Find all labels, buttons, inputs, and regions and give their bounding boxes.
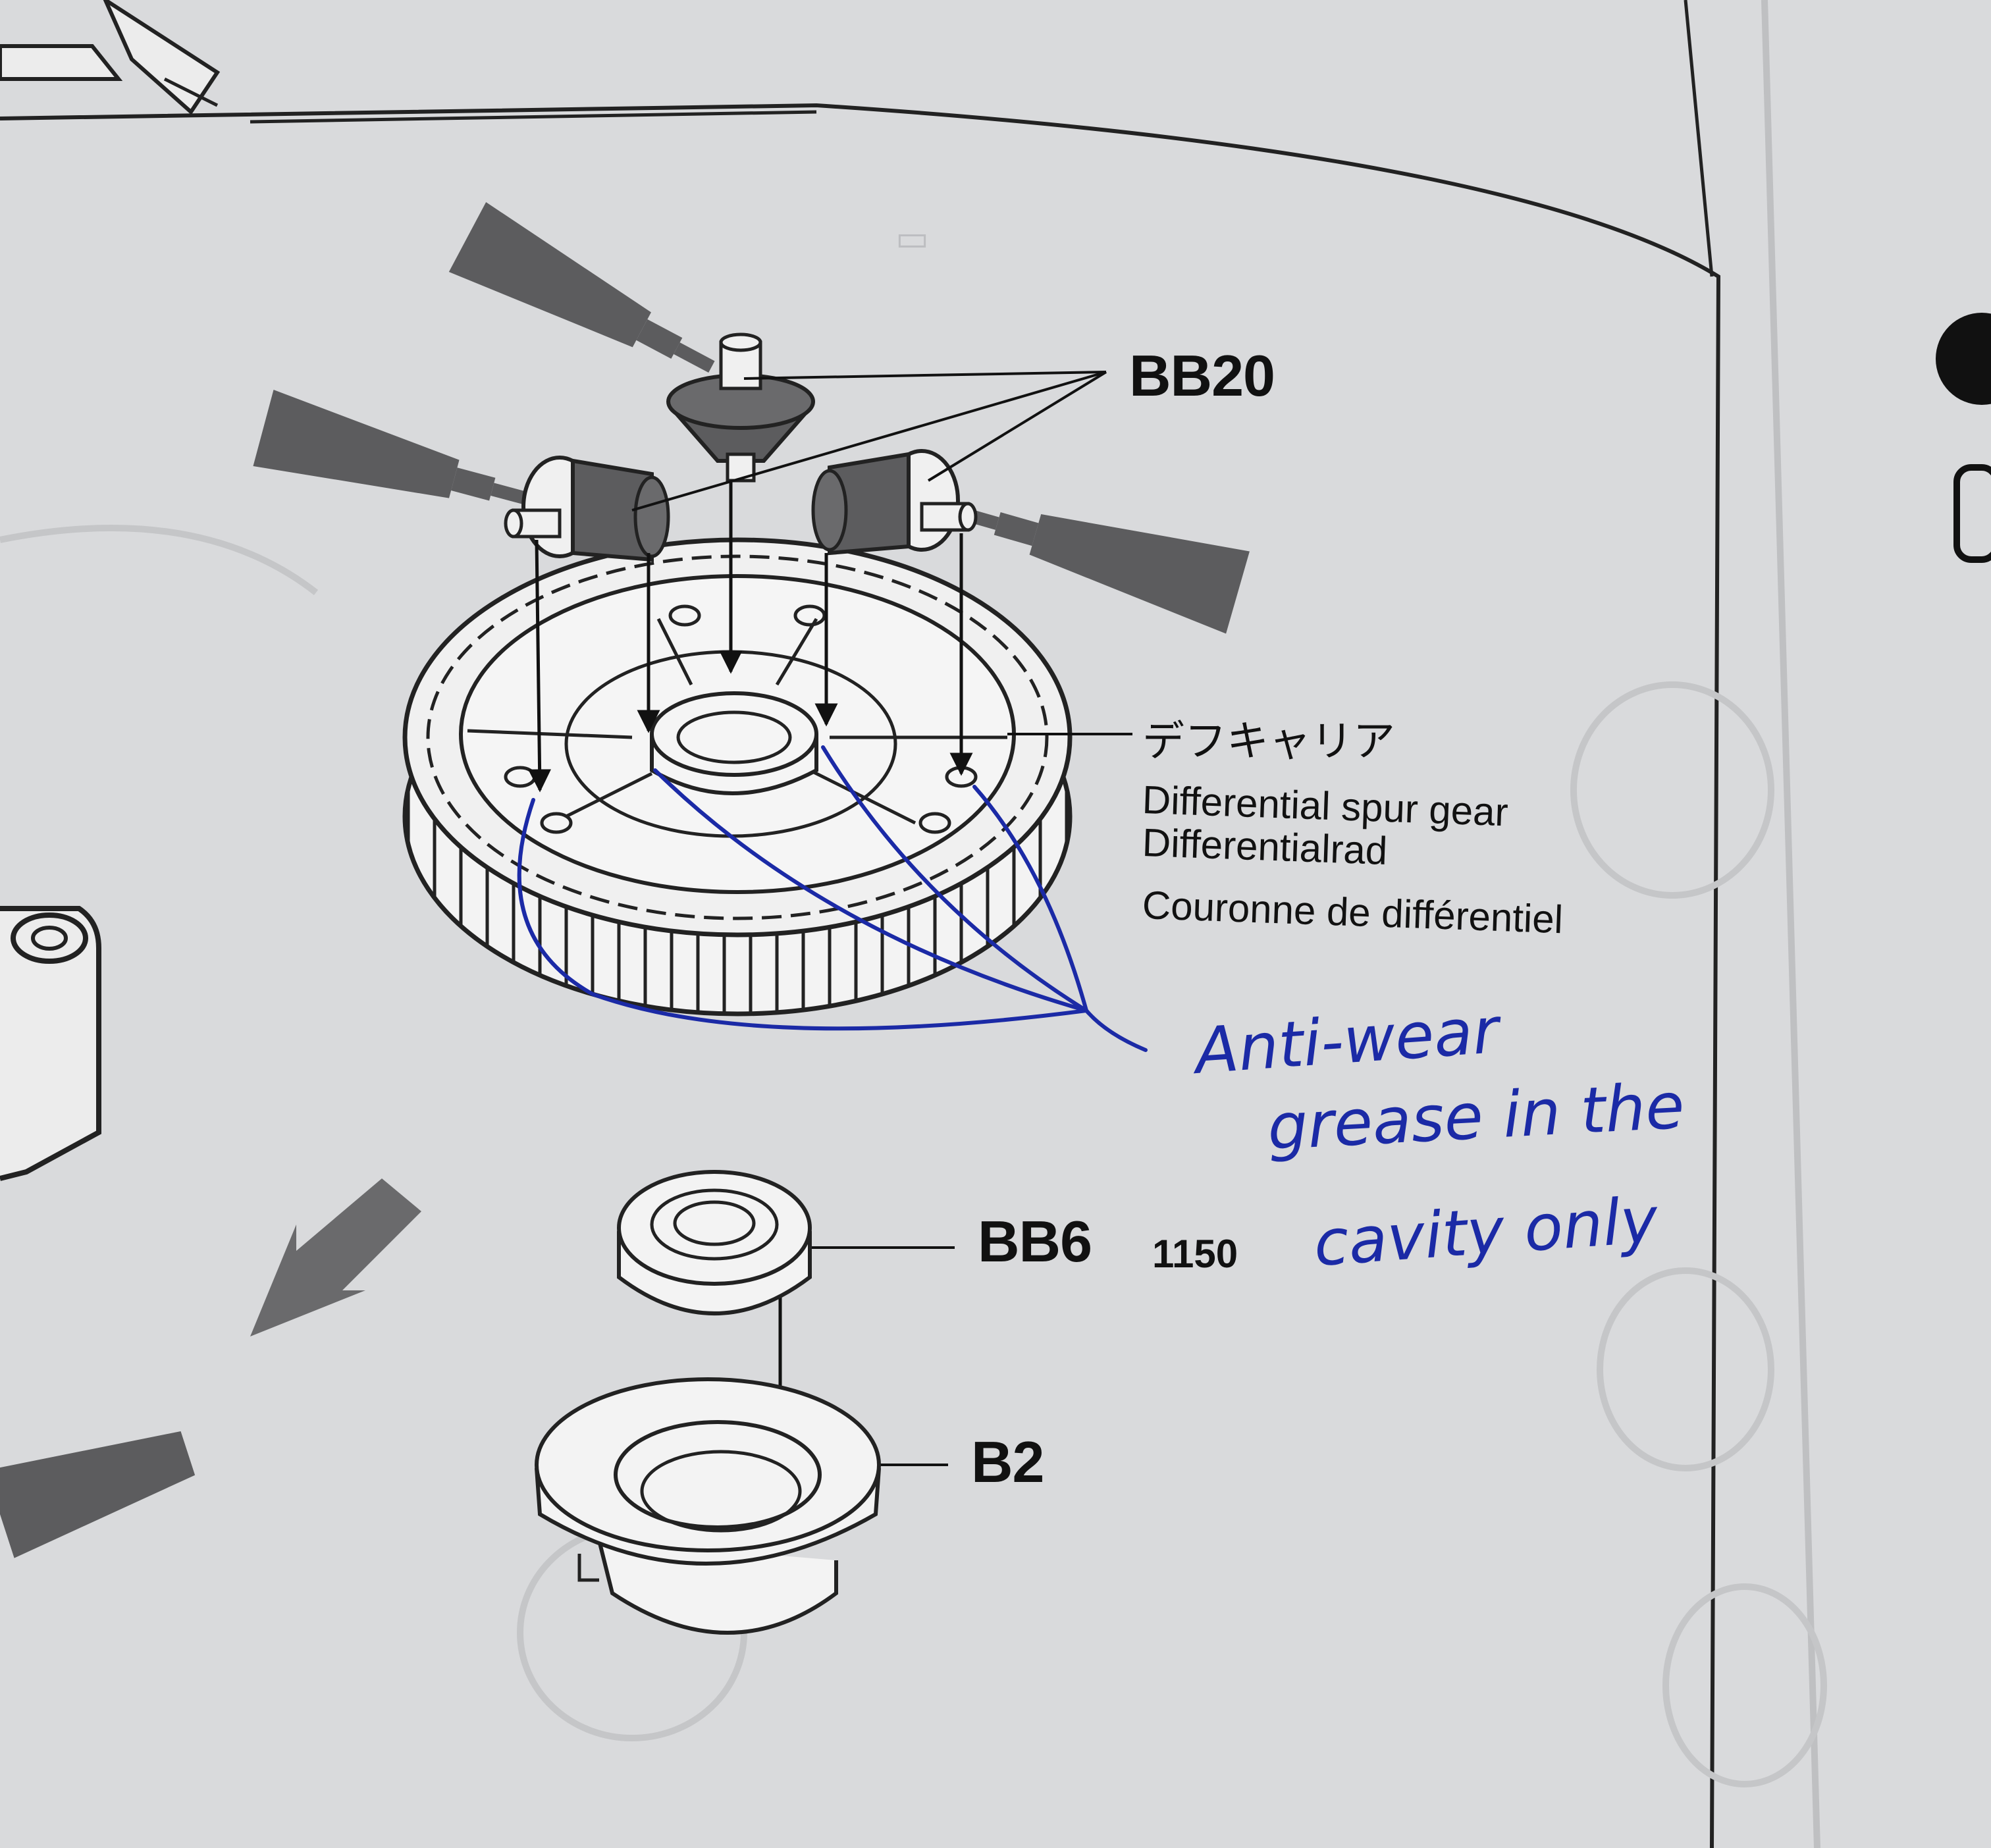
label-b2: B2	[971, 1429, 1044, 1494]
page-frame	[0, 0, 1820, 1848]
label-bb6: BB6	[978, 1209, 1092, 1274]
direction-arrow-icon	[250, 1178, 421, 1336]
bearing-holder-icon	[535, 1377, 881, 1635]
label-bb20: BB20	[1129, 343, 1275, 408]
label-bb6-qty: 1150	[1152, 1232, 1238, 1276]
faint-shapes	[0, 525, 1827, 1787]
screw-drawing	[0, 0, 221, 115]
label-diff-jp: デフキャリア	[1142, 718, 1395, 766]
label-diff-de: Differentialrad	[1141, 820, 1389, 873]
grease-tube-icon	[0, 1431, 196, 1558]
bevel-gear-icon	[811, 449, 978, 556]
bevel-gear-icon	[666, 332, 815, 483]
leader-lines	[631, 371, 1132, 1466]
grease-tube-icon	[963, 508, 1250, 634]
grease-tube-icon	[253, 390, 526, 504]
step-number-badge	[1936, 313, 1991, 563]
handwritten-callout-lines	[517, 745, 1148, 1052]
spur-gear-icon	[402, 537, 1073, 1016]
bevel-gear-icon	[504, 456, 670, 562]
partial-part-left	[0, 906, 101, 1181]
ghost-text: ▭	[895, 219, 930, 258]
grease-tube-icon	[448, 202, 715, 373]
ball-bearing-icon	[617, 1170, 812, 1315]
